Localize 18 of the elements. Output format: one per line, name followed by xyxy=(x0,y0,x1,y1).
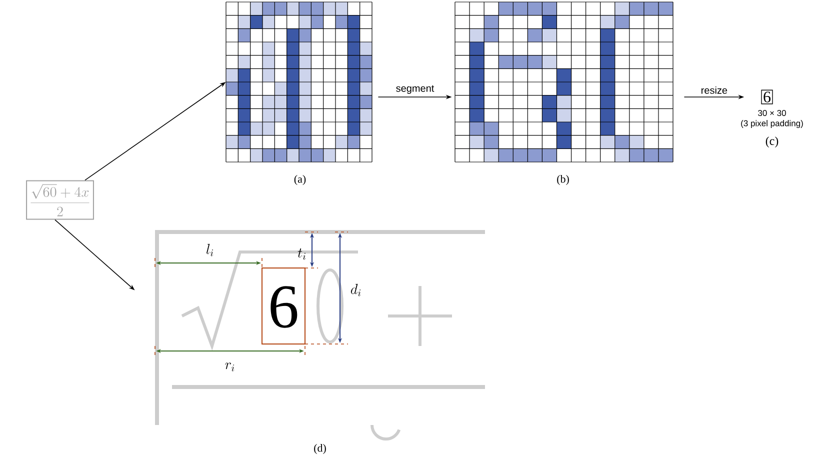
dimension-label: $l_i$ xyxy=(206,244,214,256)
node-label: (3 pixel padding) xyxy=(741,120,803,128)
glyph: 6 xyxy=(270,286,298,328)
digit-box: 6 xyxy=(761,90,773,104)
dimension-label: $d_i$ xyxy=(350,284,361,296)
edge-label: resize xyxy=(702,86,728,94)
node-label: (b) xyxy=(557,175,569,185)
pixel-grid-drawing xyxy=(454,2,674,162)
node-label: (a) xyxy=(294,175,306,185)
node-label: (c) xyxy=(766,136,778,148)
node-label: (d) xyxy=(314,444,326,454)
edge-label: segment xyxy=(396,85,434,94)
pixel-grid-drawing xyxy=(226,2,372,162)
dimension-label: $t_i$ xyxy=(298,248,306,260)
magnified-formula-drawing xyxy=(155,230,485,440)
dimension-label: $r_i$ xyxy=(225,362,234,372)
formula-box: $\frac{\sqrt{60}+4x}{2}$ xyxy=(26,180,94,220)
node-label: 30 × 30 xyxy=(758,110,786,116)
